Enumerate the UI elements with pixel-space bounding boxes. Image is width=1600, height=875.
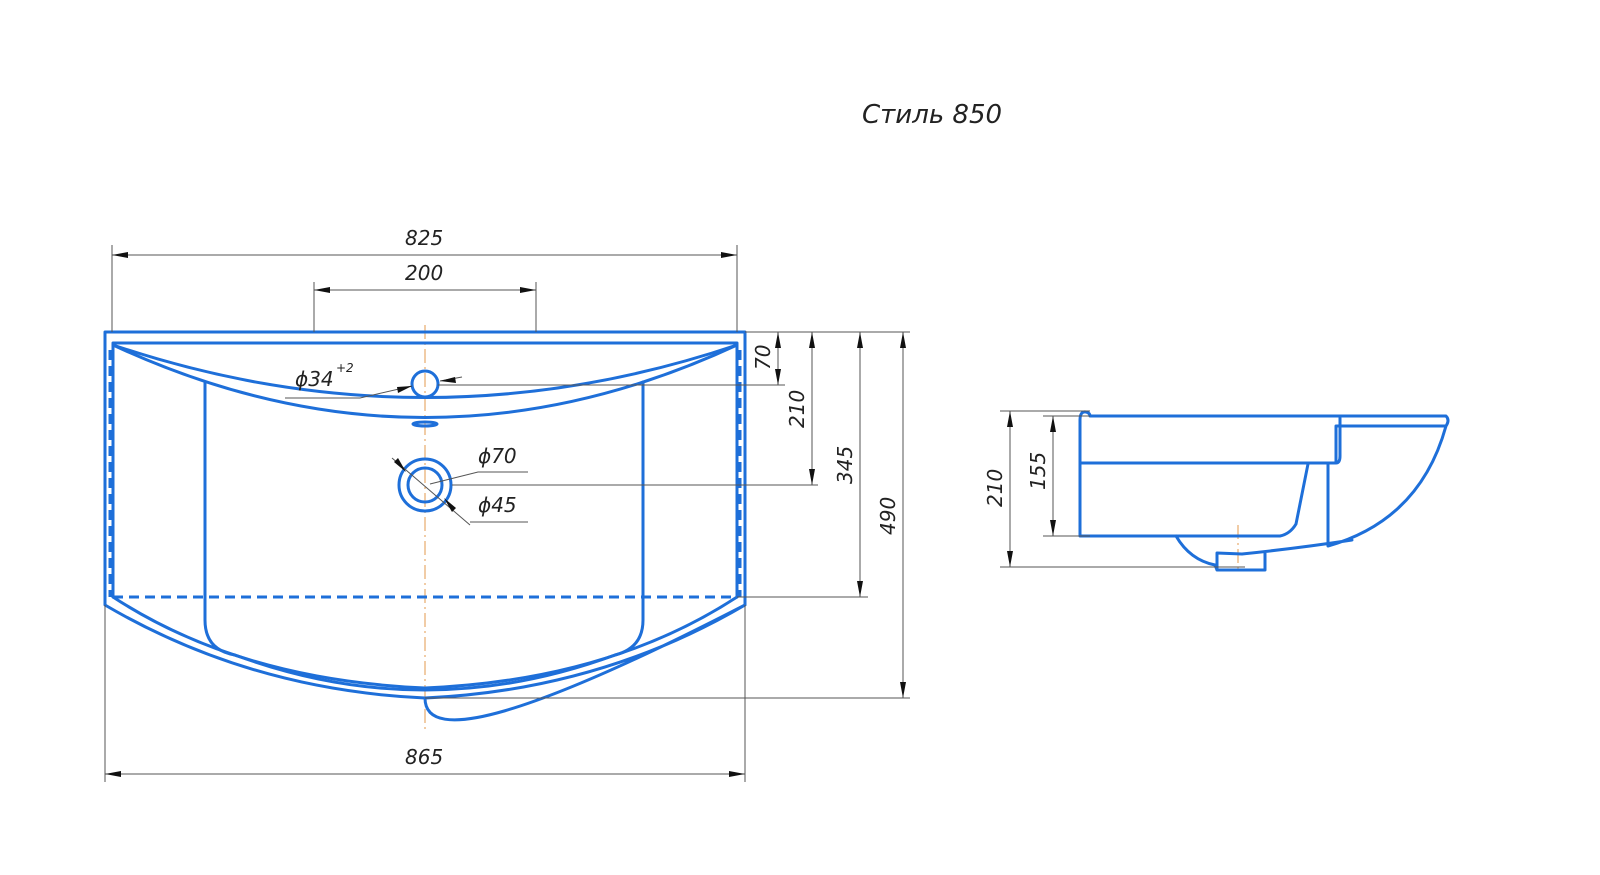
bowl-back-edge (111, 343, 739, 419)
bowl-outline (203, 380, 645, 692)
side-dimension-arrows (1007, 411, 1056, 567)
dimension-arrows (105, 252, 906, 777)
front-inner-edge (111, 595, 739, 690)
tap-hole-diameter: ϕ34 (295, 367, 334, 391)
drain-outer-diameter: ϕ70 (478, 444, 517, 468)
drawing-title: Стиль 850 (862, 100, 1002, 130)
drain-outer (397, 457, 453, 513)
inner-rim (111, 341, 739, 599)
side-dim-155: 155 (1026, 452, 1050, 490)
dim-200: 200 (405, 261, 443, 285)
dimension-lines (104, 245, 910, 782)
dim-825: 825 (405, 226, 443, 250)
outer-rim (103, 330, 747, 722)
plan-view: 825 200 70 210 345 490 865 ϕ34 +2 ϕ70 ϕ4… (103, 226, 910, 782)
drain-inner-diameter: ϕ45 (478, 493, 517, 517)
dim-70: 70 (751, 345, 775, 370)
side-view: 210 155 (983, 410, 1450, 572)
side-dimension-lines (1000, 410, 1245, 568)
tap-hole (410, 369, 440, 399)
dim-345: 345 (833, 446, 857, 484)
dim-210: 210 (785, 390, 809, 428)
dim-865: 865 (405, 745, 443, 769)
side-profile (1078, 410, 1450, 572)
side-dim-210: 210 (983, 469, 1007, 507)
drain-inner (406, 466, 444, 504)
dim-490: 490 (876, 497, 900, 535)
tap-hole-tolerance: +2 (336, 361, 354, 375)
overflow-hole (411, 420, 439, 428)
